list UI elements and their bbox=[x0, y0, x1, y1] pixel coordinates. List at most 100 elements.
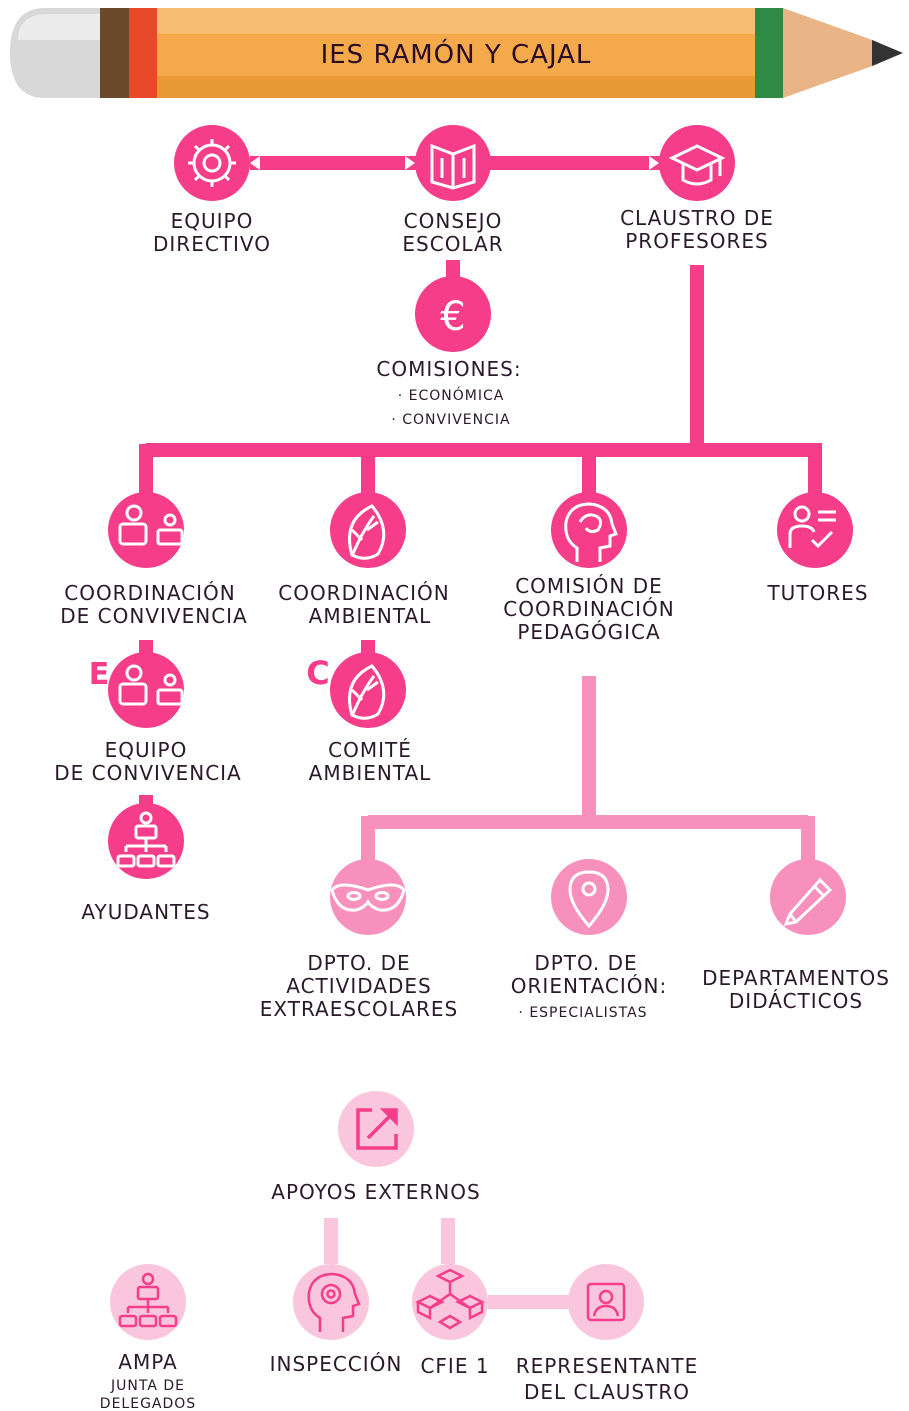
node-ampa[interactable]: AMPA JUNTA DE DELEGADOS bbox=[100, 1264, 196, 1411]
node-circle bbox=[551, 859, 627, 935]
connectors-light bbox=[324, 1218, 575, 1309]
pencil-ferrule-red bbox=[129, 8, 157, 98]
node-label-line2: DE CONVIVENCIA bbox=[60, 604, 247, 628]
node-item-1: · ESPECIALISTAS bbox=[518, 1005, 647, 1021]
node-label-line3: PEDAGÓGICA bbox=[517, 620, 660, 644]
pencil-header: IES RAMÓN Y CAJAL bbox=[10, 8, 903, 98]
node-comisiones[interactable]: € COMISIONES: · ECONÓMICA · CONVIVENCIA bbox=[376, 276, 521, 428]
node-label-line1: EQUIPO bbox=[105, 738, 188, 762]
node-label-line2: ACTIVIDADES bbox=[286, 974, 431, 998]
cubes-network-icon bbox=[415, 1268, 485, 1330]
node-circle bbox=[174, 125, 250, 201]
node-equipo-directivo[interactable]: EQUIPO DIRECTIVO bbox=[153, 125, 271, 256]
node-label-line1: COMISIONES: bbox=[376, 357, 521, 381]
node-label-line2: ORIENTACIÓN: bbox=[511, 974, 667, 998]
tutor-icon bbox=[788, 505, 836, 549]
pencil-band-green bbox=[755, 8, 783, 98]
node-claustro[interactable]: CLAUSTRO DE PROFESORES bbox=[620, 125, 774, 253]
node-label-line2: COORDINACIÓN bbox=[503, 597, 675, 621]
leaf-icon bbox=[348, 504, 386, 560]
user-portrait-icon bbox=[586, 1282, 626, 1322]
node-label-line1: CONSEJO bbox=[404, 209, 503, 233]
connectors-secondary bbox=[361, 676, 815, 860]
node-label-line2: AMBIENTAL bbox=[309, 604, 432, 628]
node-label-line1: AYUDANTES bbox=[81, 900, 210, 924]
node-label-line1: COMITÉ bbox=[328, 738, 412, 762]
node-label-line1: APOYOS EXTERNOS bbox=[271, 1180, 480, 1204]
euro-icon: € bbox=[440, 294, 465, 340]
node-item-2: · CONVIVENCIA bbox=[391, 412, 510, 428]
node-item-2: DELEGADOS bbox=[100, 1396, 196, 1411]
node-circle bbox=[777, 492, 853, 568]
node-coord-convivencia[interactable]: COORDINACIÓN DE CONVIVENCIA bbox=[60, 492, 247, 628]
node-badge: C bbox=[306, 654, 329, 692]
node-item-1: JUNTA DE bbox=[110, 1378, 185, 1394]
node-coord-ambiental[interactable]: COORDINACIÓN AMBIENTAL bbox=[278, 492, 450, 628]
node-label-line1: COMISIÓN DE bbox=[515, 574, 663, 598]
node-label-line1: DPTO. DE bbox=[307, 951, 410, 975]
people-board-icon bbox=[118, 504, 184, 546]
node-label-line1: CLAUSTRO DE bbox=[620, 206, 774, 230]
book-icon bbox=[430, 143, 476, 190]
node-inspeccion[interactable]: INSPECCIÓN bbox=[270, 1264, 403, 1376]
head-gear-icon bbox=[307, 1272, 361, 1332]
node-tutores[interactable]: TUTORES bbox=[766, 492, 868, 605]
node-label-line1: COORDINACIÓN bbox=[278, 581, 450, 605]
node-badge: E bbox=[89, 657, 110, 692]
external-link-icon bbox=[356, 1108, 398, 1150]
node-label-line2: ESCOLAR bbox=[402, 232, 503, 256]
people-board-icon bbox=[118, 664, 184, 706]
node-label-line3: EXTRAESCOLARES bbox=[260, 997, 459, 1021]
node-apoyos-externos[interactable]: APOYOS EXTERNOS bbox=[271, 1091, 480, 1204]
pencil-body-shadow bbox=[157, 76, 755, 98]
arrow-right-icon bbox=[405, 156, 415, 170]
node-label-line1: DEPARTAMENTOS bbox=[702, 966, 890, 990]
node-comite-ambiental[interactable]: C COMITÉ AMBIENTAL bbox=[306, 652, 431, 785]
node-equipo-convivencia[interactable]: E EQUIPO DE CONVIVENCIA bbox=[54, 652, 241, 785]
node-comision-pedagogica[interactable]: COMISIÓN DE COORDINACIÓN PEDAGÓGICA bbox=[503, 492, 675, 644]
node-label-line2: AMBIENTAL bbox=[309, 761, 432, 785]
node-consejo-escolar[interactable]: CONSEJO ESCOLAR bbox=[402, 125, 503, 256]
pencil-eraser-highlight bbox=[18, 14, 100, 40]
node-label-line2: DEL CLAUSTRO bbox=[524, 1380, 690, 1404]
page-title: IES RAMÓN Y CAJAL bbox=[321, 38, 592, 70]
node-circle bbox=[415, 276, 491, 352]
node-circle bbox=[330, 859, 406, 935]
node-dptos-didacticos[interactable]: DEPARTAMENTOS DIDÁCTICOS bbox=[702, 859, 890, 1013]
node-label-line1: EQUIPO bbox=[171, 209, 254, 233]
node-label-line1: TUTORES bbox=[766, 581, 868, 605]
head-brain-icon bbox=[564, 502, 618, 562]
pencil-body-stripe bbox=[157, 8, 755, 34]
arrow-left-icon bbox=[250, 156, 260, 170]
pencil-lead bbox=[872, 40, 903, 66]
pencil-icon bbox=[783, 877, 833, 927]
node-label-line1: DPTO. DE bbox=[534, 951, 637, 975]
node-circle bbox=[412, 1264, 488, 1340]
pencil-wood-tip bbox=[783, 8, 878, 98]
mask-icon bbox=[330, 883, 406, 912]
node-dpto-extraescolares[interactable]: DPTO. DE ACTIVIDADES EXTRAESCOLARES bbox=[260, 859, 459, 1021]
node-circle bbox=[659, 125, 735, 201]
node-label-line2: DIDÁCTICOS bbox=[729, 989, 863, 1013]
gear-icon bbox=[188, 139, 236, 187]
node-label-line1: AMPA bbox=[118, 1350, 177, 1374]
node-ayudantes[interactable]: AYUDANTES bbox=[81, 803, 210, 924]
node-cfie[interactable]: CFIE 1 bbox=[412, 1264, 490, 1378]
connectors-primary bbox=[139, 156, 822, 810]
node-label-line1: CFIE 1 bbox=[420, 1354, 489, 1378]
graduation-cap-icon bbox=[668, 144, 726, 186]
location-pin-icon bbox=[568, 870, 610, 929]
node-label-line2: PROFESORES bbox=[625, 229, 769, 253]
node-dpto-orientacion[interactable]: DPTO. DE ORIENTACIÓN: · ESPECIALISTAS bbox=[511, 859, 667, 1021]
node-label-line2: DE CONVIVENCIA bbox=[54, 761, 241, 785]
hierarchy-icon bbox=[118, 1272, 178, 1328]
node-item-1: · ECONÓMICA bbox=[398, 386, 505, 404]
hierarchy-icon bbox=[116, 811, 176, 868]
node-circle bbox=[770, 859, 846, 935]
node-label-line2: DIRECTIVO bbox=[153, 232, 271, 256]
node-representante[interactable]: REPRESENTANTE DEL CLAUSTRO bbox=[516, 1264, 699, 1404]
node-label-line1: INSPECCIÓN bbox=[270, 1352, 403, 1376]
arrow-right-icon bbox=[649, 156, 659, 170]
pencil-ferrule-brown bbox=[100, 8, 129, 98]
